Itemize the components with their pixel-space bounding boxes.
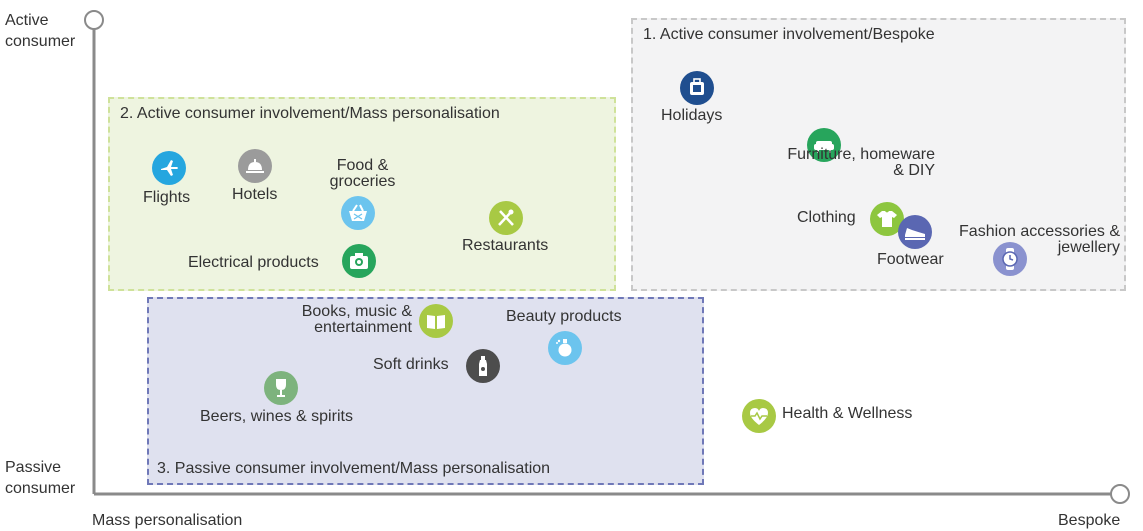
shoe-icon bbox=[898, 215, 932, 249]
book-icon bbox=[419, 304, 453, 338]
bottle-icon bbox=[466, 349, 500, 383]
electrical-label: Electrical products bbox=[188, 254, 319, 271]
service-bell-icon bbox=[238, 149, 272, 183]
y-axis-bottom-label: Passive consumer bbox=[5, 459, 76, 497]
holidays-label: Holidays bbox=[661, 107, 723, 124]
x-axis-end-circle bbox=[1110, 484, 1130, 504]
flights-label: Flights bbox=[143, 189, 191, 206]
food-label: Food & groceries bbox=[329, 157, 396, 190]
x-axis-right-label: Bespoke bbox=[1058, 512, 1121, 529]
watch-icon bbox=[993, 242, 1027, 276]
zone-bespoke: 1. Active consumer involvement/Bespoke bbox=[631, 18, 1126, 291]
health-label: Health & Wellness bbox=[782, 405, 913, 422]
footwear-label: Footwear bbox=[877, 251, 944, 268]
suitcase-icon bbox=[680, 71, 714, 105]
fashion-label: Fashion accessories & jewellery bbox=[959, 223, 1120, 256]
books-label: Books, music & entertainment bbox=[301, 303, 412, 336]
perfume-icon bbox=[548, 331, 582, 365]
restaurants-label: Restaurants bbox=[462, 237, 549, 254]
camera-icon bbox=[342, 244, 376, 278]
beers-label: Beers, wines & spirits bbox=[200, 408, 353, 425]
y-axis-end-circle bbox=[84, 10, 104, 30]
wine-glass-icon bbox=[264, 371, 298, 405]
furniture-label: Furniture, homeware & DIY bbox=[787, 146, 935, 179]
airplane-icon bbox=[152, 151, 186, 185]
hotels-label: Hotels bbox=[232, 186, 278, 203]
cutlery-icon bbox=[489, 201, 523, 235]
zone-bespoke-title: 1. Active consumer involvement/Bespoke bbox=[643, 26, 935, 43]
x-axis-left-label: Mass personalisation bbox=[92, 512, 243, 529]
sofa-icon bbox=[807, 128, 841, 162]
y-axis-top-label: Active consumer bbox=[5, 12, 76, 50]
clothing-label: Clothing bbox=[797, 209, 856, 226]
basket-icon bbox=[341, 196, 375, 230]
zone-passive-mass-title: 3. Passive consumer involvement/Mass per… bbox=[157, 460, 551, 477]
tshirt-icon bbox=[870, 202, 904, 236]
soft-drinks-label: Soft drinks bbox=[373, 356, 449, 373]
heart-pulse-icon bbox=[742, 399, 776, 433]
beauty-label: Beauty products bbox=[506, 308, 622, 325]
zone-active-mass-title: 2. Active consumer involvement/Mass pers… bbox=[120, 105, 500, 122]
